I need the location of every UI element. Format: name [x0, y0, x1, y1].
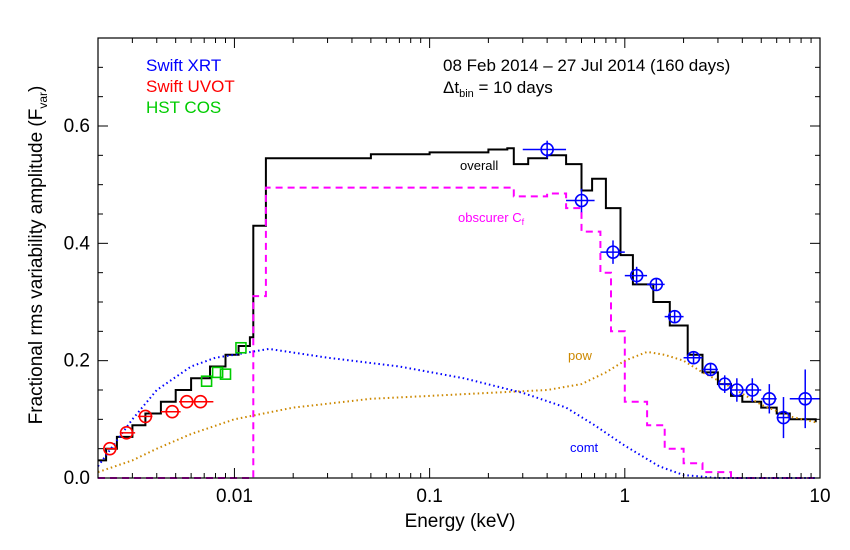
marker-swift-xrt-11: [761, 384, 777, 414]
marker-swift-xrt-8: [717, 375, 732, 393]
x-tick-label: 0.1: [416, 486, 442, 507]
label-obscurer: obscurer Cf: [458, 210, 525, 227]
square-marker: [219, 368, 232, 380]
x-axis-title: Energy (keV): [405, 511, 516, 532]
marker-swift-xrt-7: [702, 362, 718, 377]
x-tick-label: 0.01: [216, 486, 253, 507]
y-axis-title: Fractional rms variability amplitude (Fv…: [26, 86, 50, 425]
circle-marker: [606, 245, 620, 259]
date-range-text: 08 Feb 2014 – 27 Jul 2014 (160 days): [443, 56, 730, 75]
circle-marker: [629, 268, 644, 283]
circle-marker: [703, 362, 718, 377]
circle-marker: [667, 309, 682, 324]
legend-swift-xrt: Swift XRT: [146, 56, 221, 75]
y-tick-label: 0.2: [64, 351, 90, 372]
marker-swift-uvot-5: [191, 394, 214, 409]
bin-size-prefix: Δt: [443, 78, 459, 97]
marker-swift-xrt-3: [624, 266, 648, 285]
circle-marker: [165, 404, 180, 419]
marker-swift-xrt-12: [776, 397, 791, 439]
marker-hst-cos-3: [235, 341, 247, 354]
label-comt: comt: [570, 440, 599, 455]
x-tick-label: 1: [620, 486, 631, 507]
legend-hst-cos: HST COS: [146, 98, 221, 117]
x-tick-label: 10: [809, 486, 830, 507]
y-axis-title-main: Fractional rms variability amplitude (F: [26, 109, 47, 425]
marker-hst-cos-1: [211, 366, 224, 379]
y-tick-label: 0.4: [64, 233, 91, 254]
label-obscurer-main: obscurer C: [458, 210, 522, 225]
marker-swift-xrt-9: [730, 378, 744, 402]
marker-swift-xrt-6: [683, 350, 703, 365]
y-axis-title-sub: var: [36, 92, 50, 109]
marker-swift-uvot-1: [119, 426, 136, 440]
bin-size-sub: bin: [459, 88, 474, 100]
circle-marker: [119, 426, 134, 440]
legend: Swift XRT Swift UVOT HST COS: [146, 56, 235, 117]
square-marker: [200, 375, 213, 388]
label-pow: pow: [568, 348, 592, 363]
y-tick-label: 0.0: [64, 468, 90, 489]
square-marker: [211, 366, 224, 379]
circle-marker: [745, 383, 760, 397]
circle-marker: [540, 142, 554, 157]
circle-marker: [762, 391, 777, 406]
marker-hst-cos-2: [219, 368, 232, 380]
circle-marker: [574, 193, 589, 208]
marker-swift-xrt-0: [522, 140, 567, 159]
marker-swift-uvot-0: [103, 441, 117, 456]
marker-swift-xrt-13: [789, 369, 820, 429]
square-marker: [235, 341, 247, 354]
y-tick-label: 0.6: [64, 116, 90, 137]
curve-1: [98, 186, 816, 479]
marker-swift-xrt-10: [742, 378, 762, 402]
axes: 0.0 0.2 0.4 0.6 0.01 0.1 1 10: [64, 37, 831, 507]
circle-marker: [717, 377, 732, 391]
curve-0: [98, 147, 817, 462]
marker-hst-cos-0: [200, 375, 213, 388]
marker-swift-xrt-1: [566, 188, 595, 213]
circle-marker: [649, 277, 664, 292]
circle-marker: [193, 394, 208, 409]
info-block: 08 Feb 2014 – 27 Jul 2014 (160 days) Δtb…: [443, 56, 730, 100]
marker-swift-xrt-2: [600, 240, 625, 264]
plot-frame: [97, 37, 821, 479]
data-markers: [103, 140, 820, 456]
curve-2: [97, 350, 816, 474]
marker-swift-uvot-2: [137, 409, 153, 424]
bin-size-text: Δtbin = 10 days: [443, 78, 553, 100]
circle-marker: [798, 391, 813, 406]
marker-swift-uvot-3: [160, 404, 181, 419]
marker-swift-xrt-4: [647, 277, 665, 292]
circle-marker: [686, 350, 701, 365]
bin-size-suffix: = 10 days: [474, 78, 553, 97]
label-overall: overall: [460, 158, 498, 173]
circle-marker: [138, 409, 153, 424]
circle-marker: [776, 410, 791, 425]
circle-marker: [103, 441, 117, 456]
label-obscurer-sub: f: [522, 217, 525, 227]
marker-swift-xrt-5: [664, 309, 684, 324]
y-axis-title-end: ): [26, 86, 47, 92]
curve-3: [97, 347, 816, 479]
model-curves: [97, 147, 817, 479]
legend-swift-uvot: Swift UVOT: [146, 77, 235, 96]
